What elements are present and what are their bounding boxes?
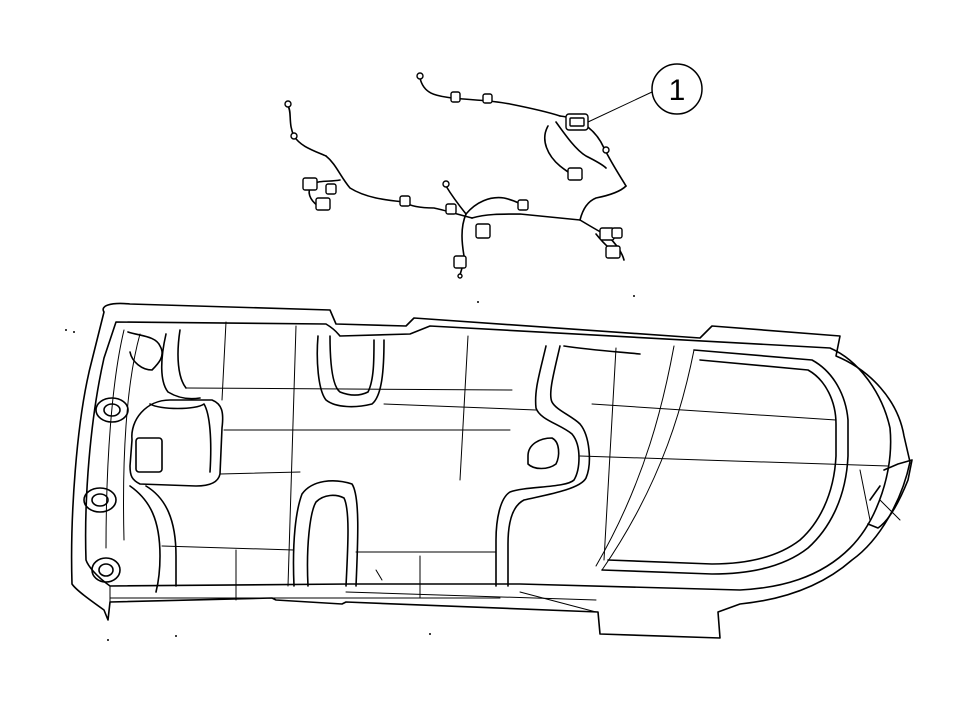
callout-1[interactable]: 1	[587, 63, 703, 123]
wiring-harness	[284, 72, 627, 279]
scan-specks	[65, 295, 635, 641]
callout-leader-line	[587, 91, 653, 123]
callout-label: 1	[669, 74, 686, 107]
headliner-panel	[70, 302, 913, 639]
callout-circle	[651, 63, 703, 115]
